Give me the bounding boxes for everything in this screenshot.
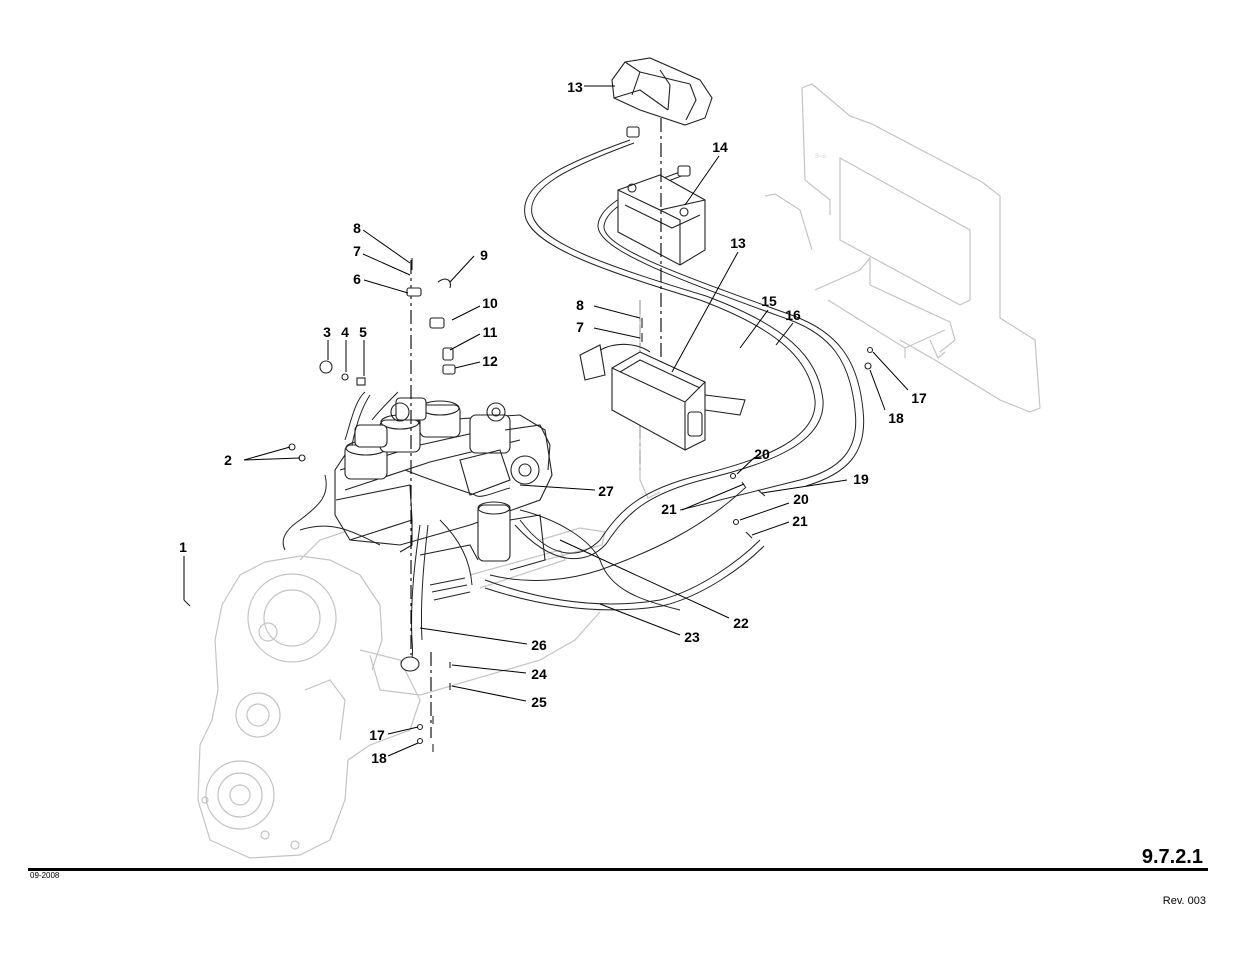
callout-22: 22 (733, 615, 749, 631)
callout-16: 16 (785, 307, 801, 323)
footer-rule (28, 868, 1208, 871)
coil-block-1 (344, 444, 388, 480)
callout-1: 1 (179, 539, 187, 555)
callout-25: 25 (531, 694, 547, 710)
callout-2: 2 (224, 452, 232, 468)
callout-14: 14 (712, 139, 728, 155)
callout-labels: 1 2 3 4 5 6 7 7 8 8 9 10 11 12 13 13 14 … (179, 79, 927, 766)
callout-19: 19 (853, 471, 869, 487)
revision-label: Rev. 003 (1162, 895, 1206, 907)
battery-cables (484, 126, 865, 611)
callout-11: 11 (483, 324, 498, 340)
callout-7-lower: 7 (576, 319, 584, 335)
callout-leaders (183, 85, 909, 757)
callout-4: 4 (341, 324, 349, 340)
callout-18-bottom: 18 (371, 750, 387, 766)
callout-8-upper: 8 (353, 220, 361, 236)
cable-terminal-15 (626, 126, 640, 138)
callout-10: 10 (482, 295, 498, 311)
cable-terminal-16 (677, 165, 691, 177)
callout-15: 15 (761, 293, 777, 309)
date-label: 09-2008 (30, 871, 60, 880)
callout-20-upper: 20 (754, 446, 770, 462)
assembly-centerlines (410, 118, 662, 738)
callout-21-left: 21 (661, 501, 677, 517)
svg-text:S~o: S~o (815, 154, 827, 160)
callout-13-tray: 13 (730, 235, 746, 251)
callout-20-lower: 20 (793, 491, 809, 507)
callout-7-upper: 7 (353, 243, 361, 259)
battery-cover (611, 57, 713, 126)
frame-panel-ghost: S~o (764, 83, 1041, 413)
callout-13-cover: 13 (567, 79, 583, 95)
starter-motor (477, 504, 511, 562)
callout-12: 12 (482, 353, 498, 369)
callout-6: 6 (353, 271, 361, 287)
callout-18-right: 18 (888, 410, 904, 426)
callout-5: 5 (359, 324, 367, 340)
callout-23: 23 (684, 629, 700, 645)
callout-3: 3 (323, 324, 331, 340)
callout-17-bottom: 17 (369, 727, 385, 743)
callout-21-right: 21 (792, 513, 808, 529)
hardware-small-parts (183, 258, 874, 752)
engine-assembly (334, 397, 553, 571)
transmission-housing-ghost (197, 529, 421, 859)
battery-tray (579, 343, 746, 451)
callout-27: 27 (598, 483, 614, 499)
callout-8-lower: 8 (576, 297, 584, 313)
harness-connector-26 (400, 656, 420, 672)
callout-9: 9 (480, 247, 488, 263)
page-number: 9.7.2.1 (1141, 846, 1203, 868)
callout-17-right: 17 (911, 390, 927, 406)
wiring-harness (282, 391, 511, 672)
callout-26: 26 (531, 637, 547, 653)
callout-24: 24 (531, 666, 547, 682)
